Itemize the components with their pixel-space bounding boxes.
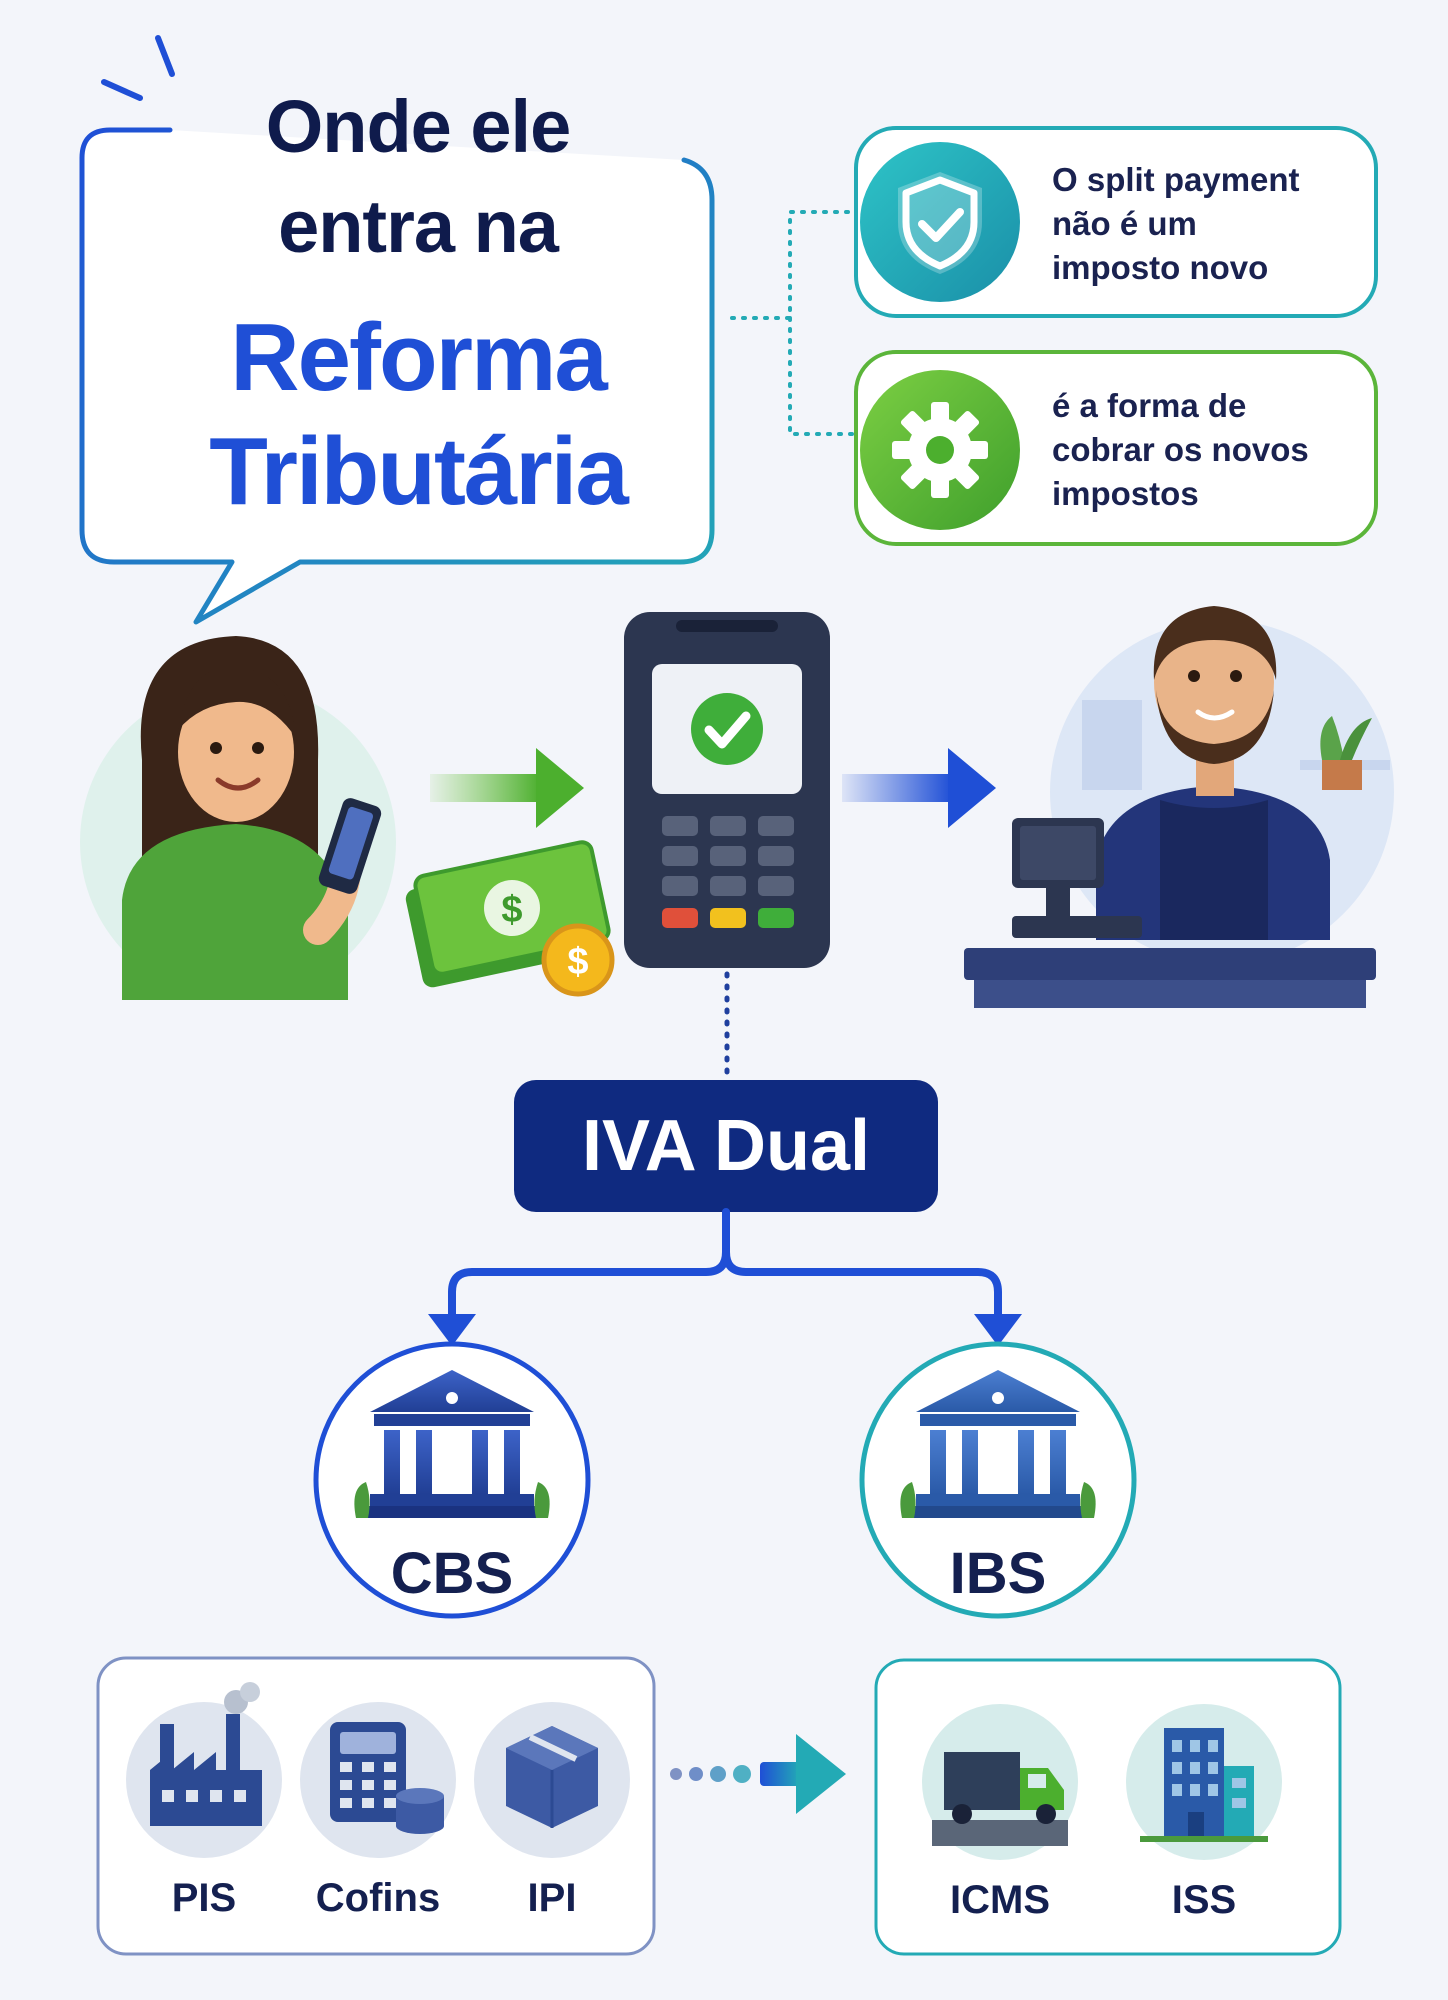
cbs-label: CBS: [390, 1541, 514, 1606]
arrow-customer-to-terminal: [430, 748, 584, 828]
package-box-icon: [474, 1702, 630, 1858]
money-cash-icon: $ $: [405, 840, 615, 997]
truck-icon: [922, 1704, 1078, 1860]
svg-text:$: $: [501, 889, 522, 931]
government-building-icon-cbs: [354, 1370, 550, 1518]
merchant-illustration: [964, 606, 1394, 1008]
svg-text:$: $: [567, 941, 588, 983]
arrowhead-ibs: [974, 1314, 1022, 1346]
dotted-connectors: [730, 210, 860, 436]
icms-label: ICMS: [950, 1878, 1050, 1922]
arrow-terminal-to-merchant: [842, 748, 996, 828]
arrowhead-cbs: [428, 1314, 476, 1346]
iva-dual-box: [514, 1080, 938, 1212]
title-speech-bubble: [79, 127, 715, 625]
payment-terminal-icon: [624, 612, 830, 968]
calculator-coins-icon: [300, 1702, 456, 1858]
card-1-line-2: não é um: [1052, 205, 1197, 242]
card-1-line-3: imposto novo: [1052, 249, 1269, 286]
cofins-label: Cofins: [315, 1876, 441, 1920]
dots-to-local-taxes: [670, 1734, 846, 1814]
office-building-icon: [1126, 1704, 1282, 1860]
card-2-line-1: é a forma de: [1052, 387, 1247, 424]
card-2-line-2: cobrar os novos: [1052, 431, 1309, 468]
ibs-label: IBS: [949, 1541, 1047, 1606]
title-line-2: entra na: [278, 185, 559, 268]
card-1-line-1: O split payment: [1052, 161, 1300, 198]
factory-icon: [126, 1682, 282, 1858]
government-building-icon-ibs: [900, 1370, 1096, 1518]
title-line-4: Tributária: [209, 418, 628, 525]
shield-check-icon: [860, 142, 1020, 302]
iss-label: ISS: [1171, 1878, 1237, 1922]
title-line-1: Onde ele: [265, 85, 572, 168]
customer-illustration: [80, 636, 396, 1000]
ipi-label: IPI: [527, 1876, 577, 1920]
iva-dual-label: IVA Dual: [581, 1106, 871, 1186]
branch-connectors: [448, 1208, 1002, 1322]
card-2-line-3: impostos: [1052, 475, 1199, 512]
title-line-3: Reforma: [230, 304, 607, 411]
card-1-text: O split payment não é um imposto novo: [1052, 158, 1352, 290]
pis-label: PIS: [171, 1876, 237, 1920]
card-2-text: é a forma de cobrar os novos impostos: [1052, 384, 1352, 516]
burst-lines: [101, 35, 175, 101]
gear-icon: [860, 370, 1020, 530]
